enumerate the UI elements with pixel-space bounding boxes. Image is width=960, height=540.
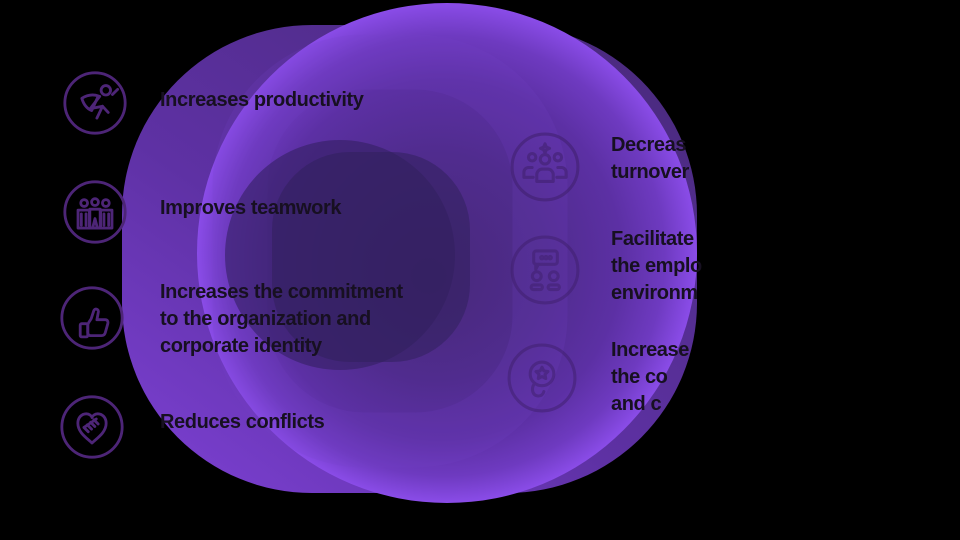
thumbs-up-icon xyxy=(59,285,125,351)
benefit-label-company: Increase the co and c xyxy=(611,337,689,418)
benefit-label-conflicts: Reduces conflicts xyxy=(160,409,325,436)
people-star-icon xyxy=(509,131,581,203)
benefit-label-turnover: Decreas turnover xyxy=(611,132,689,186)
label-line: Improves teamwork xyxy=(160,197,342,219)
benefit-label-productivity: Increases productivity xyxy=(160,87,364,114)
label-line: Increase xyxy=(611,339,689,361)
label-line: Increases the commitment xyxy=(160,281,403,303)
label-line: to the organization and xyxy=(160,308,371,330)
benefit-label-teamwork: Improves teamwork xyxy=(160,195,341,222)
team-icon xyxy=(62,179,128,245)
label-line: Reduces conflicts xyxy=(160,411,325,433)
heart-handshake-icon xyxy=(59,394,125,460)
label-line: turnover xyxy=(611,161,689,183)
label-line: the emplo xyxy=(611,255,702,277)
label-line: the co xyxy=(611,366,668,388)
superhero-icon xyxy=(62,70,128,136)
label-line: Facilitate xyxy=(611,228,694,250)
award-icon xyxy=(506,342,578,414)
label-line: corporate identity xyxy=(160,335,322,357)
benefit-label-commitment: Increases the commitment to the organiza… xyxy=(160,279,403,360)
benefit-label-environment: Facilitate the emplo environm xyxy=(611,226,702,307)
label-line: environm xyxy=(611,282,698,304)
label-line: and c xyxy=(611,393,662,415)
label-line: Increases productivity xyxy=(160,89,364,111)
label-line: Decreas xyxy=(611,134,687,156)
communication-icon xyxy=(509,234,581,306)
blob-dark-core-square xyxy=(272,152,470,362)
